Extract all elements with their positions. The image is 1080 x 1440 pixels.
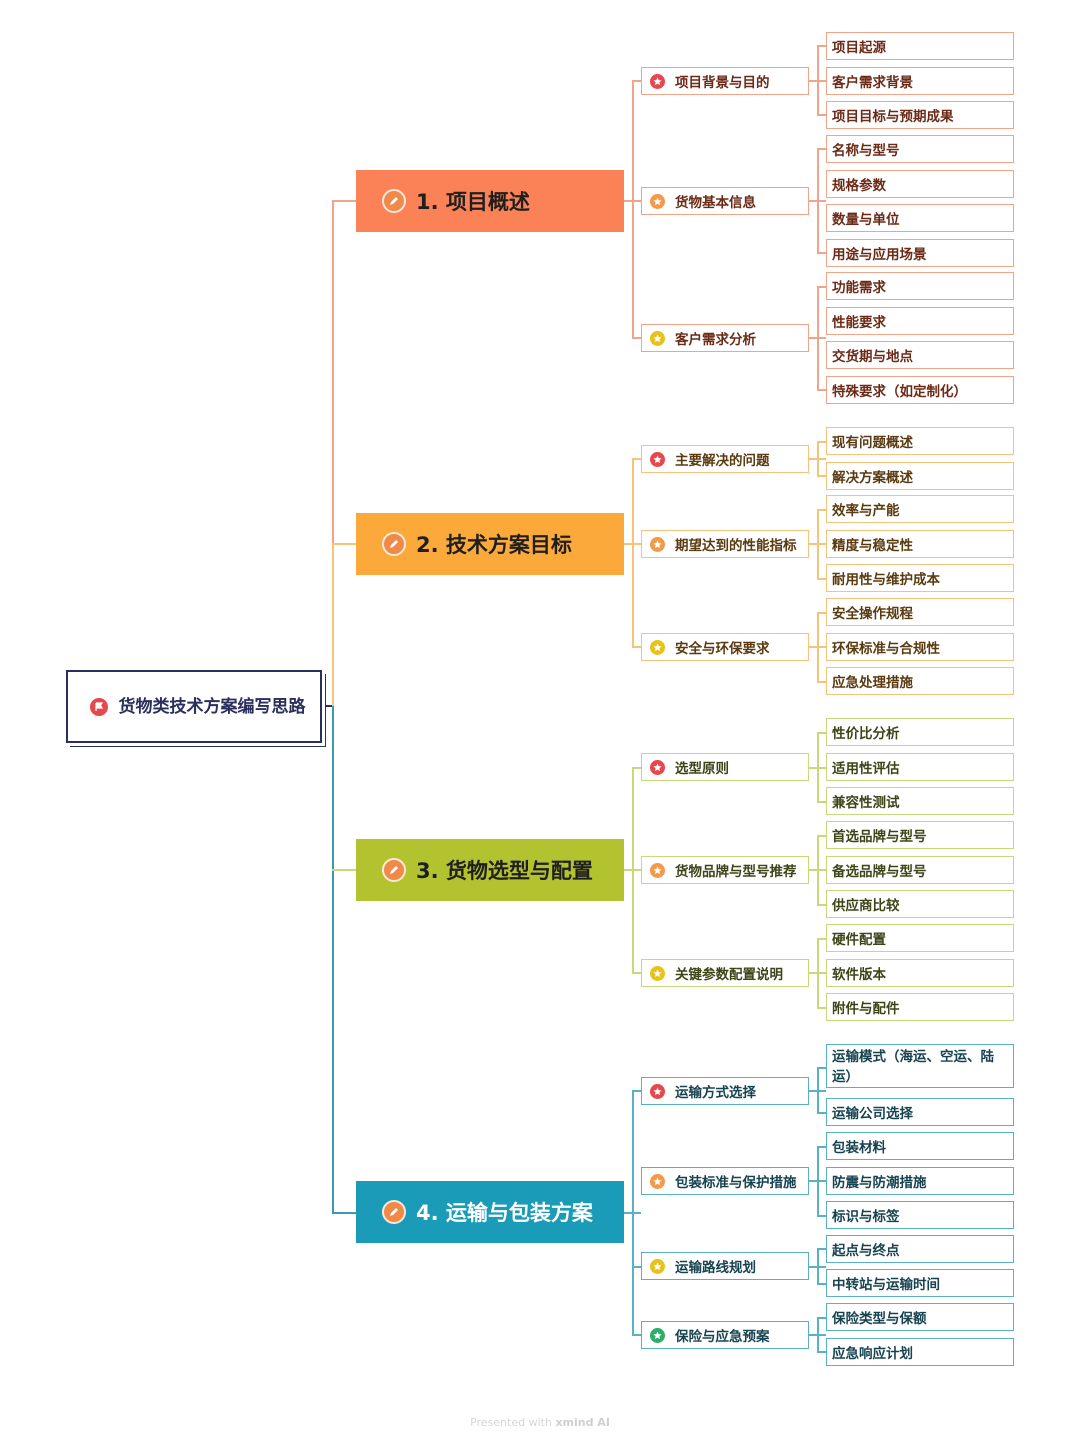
subtopic[interactable]: 运输方式选择 [641, 1077, 809, 1105]
branch-transport-packaging[interactable]: 4. 运输与包装方案 [356, 1181, 624, 1243]
subtopic[interactable]: 期望达到的性能指标 [641, 530, 809, 558]
leaf-topic[interactable]: 数量与单位 [826, 204, 1014, 232]
subtopic[interactable]: 项目背景与目的 [641, 67, 809, 95]
pencil-icon [382, 189, 406, 213]
branch-label: 2. 技术方案目标 [416, 533, 572, 557]
leaf-topic[interactable]: 现有问题概述 [826, 427, 1014, 455]
leaf-topic[interactable]: 交货期与地点 [826, 341, 1014, 369]
flag-icon [90, 697, 108, 716]
star-icon [650, 862, 665, 878]
star-icon [650, 965, 665, 981]
star-icon [650, 451, 665, 467]
subtopic[interactable]: 关键参数配置说明 [641, 959, 809, 987]
leaf-topic[interactable]: 环保标准与合规性 [826, 633, 1014, 661]
leaf-topic[interactable]: 适用性评估 [826, 753, 1014, 781]
star-icon [650, 1173, 665, 1189]
leaf-topic[interactable]: 附件与配件 [826, 993, 1014, 1021]
subtopic[interactable]: 包装标准与保护措施 [641, 1167, 809, 1195]
footer-watermark: Presented with xmind AI [470, 1416, 610, 1429]
leaf-topic[interactable]: 效率与产能 [826, 495, 1014, 523]
star-icon [650, 759, 665, 775]
star-icon [650, 639, 665, 655]
subtopic[interactable]: 保险与应急预案 [641, 1321, 809, 1349]
root-topic[interactable]: 货物类技术方案编写思路 [66, 670, 322, 743]
subtopic[interactable]: 货物基本信息 [641, 187, 809, 215]
root-label: 货物类技术方案编写思路 [118, 696, 306, 717]
branch-label: 1. 项目概述 [416, 190, 530, 214]
leaf-topic[interactable]: 中转站与运输时间 [826, 1269, 1014, 1297]
branch-project-overview[interactable]: 1. 项目概述 [356, 170, 624, 232]
subtopic[interactable]: 安全与环保要求 [641, 633, 809, 661]
leaf-topic[interactable]: 应急处理措施 [826, 667, 1014, 695]
leaf-topic[interactable]: 性能要求 [826, 307, 1014, 335]
leaf-topic[interactable]: 用途与应用场景 [826, 239, 1014, 267]
leaf-topic[interactable]: 包装材料 [826, 1132, 1014, 1160]
leaf-topic[interactable]: 特殊要求（如定制化） [826, 376, 1014, 404]
star-icon [650, 193, 665, 209]
branch-label: 4. 运输与包装方案 [416, 1201, 593, 1225]
star-icon [650, 330, 665, 346]
leaf-topic[interactable]: 耐用性与维护成本 [826, 564, 1014, 592]
pencil-icon [382, 1200, 406, 1224]
subtopic[interactable]: 运输路线规划 [641, 1252, 809, 1280]
leaf-topic[interactable]: 性价比分析 [826, 718, 1014, 746]
branch-technical-goals[interactable]: 2. 技术方案目标 [356, 513, 624, 575]
branch-label: 3. 货物选型与配置 [416, 859, 593, 883]
leaf-topic[interactable]: 兼容性测试 [826, 787, 1014, 815]
branch-goods-selection[interactable]: 3. 货物选型与配置 [356, 839, 624, 901]
leaf-topic[interactable]: 软件版本 [826, 959, 1014, 987]
leaf-topic[interactable]: 精度与稳定性 [826, 530, 1014, 558]
leaf-topic[interactable]: 防震与防潮措施 [826, 1167, 1014, 1195]
leaf-topic[interactable]: 功能需求 [826, 272, 1014, 300]
leaf-topic[interactable]: 备选品牌与型号 [826, 856, 1014, 884]
leaf-topic[interactable]: 起点与终点 [826, 1235, 1014, 1263]
subtopic[interactable]: 客户需求分析 [641, 324, 809, 352]
subtopic[interactable]: 主要解决的问题 [641, 445, 809, 473]
star-icon [650, 1327, 665, 1343]
pencil-icon [382, 532, 406, 556]
leaf-topic[interactable]: 名称与型号 [826, 135, 1014, 163]
pencil-icon [382, 858, 406, 882]
leaf-topic[interactable]: 应急响应计划 [826, 1338, 1014, 1366]
leaf-topic[interactable]: 保险类型与保额 [826, 1303, 1014, 1331]
leaf-topic[interactable]: 首选品牌与型号 [826, 821, 1014, 849]
leaf-topic[interactable]: 硬件配置 [826, 924, 1014, 952]
star-icon [650, 73, 665, 89]
leaf-topic[interactable]: 运输模式（海运、空运、陆运） [826, 1044, 1014, 1088]
subtopic[interactable]: 选型原则 [641, 753, 809, 781]
leaf-topic[interactable]: 标识与标签 [826, 1201, 1014, 1229]
xmind-brand: xmind AI [555, 1416, 610, 1429]
star-icon [650, 1083, 665, 1099]
leaf-topic[interactable]: 项目起源 [826, 32, 1014, 60]
leaf-topic[interactable]: 供应商比较 [826, 890, 1014, 918]
leaf-topic[interactable]: 项目目标与预期成果 [826, 101, 1014, 129]
leaf-topic[interactable]: 解决方案概述 [826, 462, 1014, 490]
leaf-topic[interactable]: 客户需求背景 [826, 67, 1014, 95]
leaf-topic[interactable]: 运输公司选择 [826, 1098, 1014, 1126]
leaf-topic[interactable]: 安全操作规程 [826, 598, 1014, 626]
star-icon [650, 1258, 665, 1274]
star-icon [650, 536, 665, 552]
leaf-topic[interactable]: 规格参数 [826, 170, 1014, 198]
subtopic[interactable]: 货物品牌与型号推荐 [641, 856, 809, 884]
